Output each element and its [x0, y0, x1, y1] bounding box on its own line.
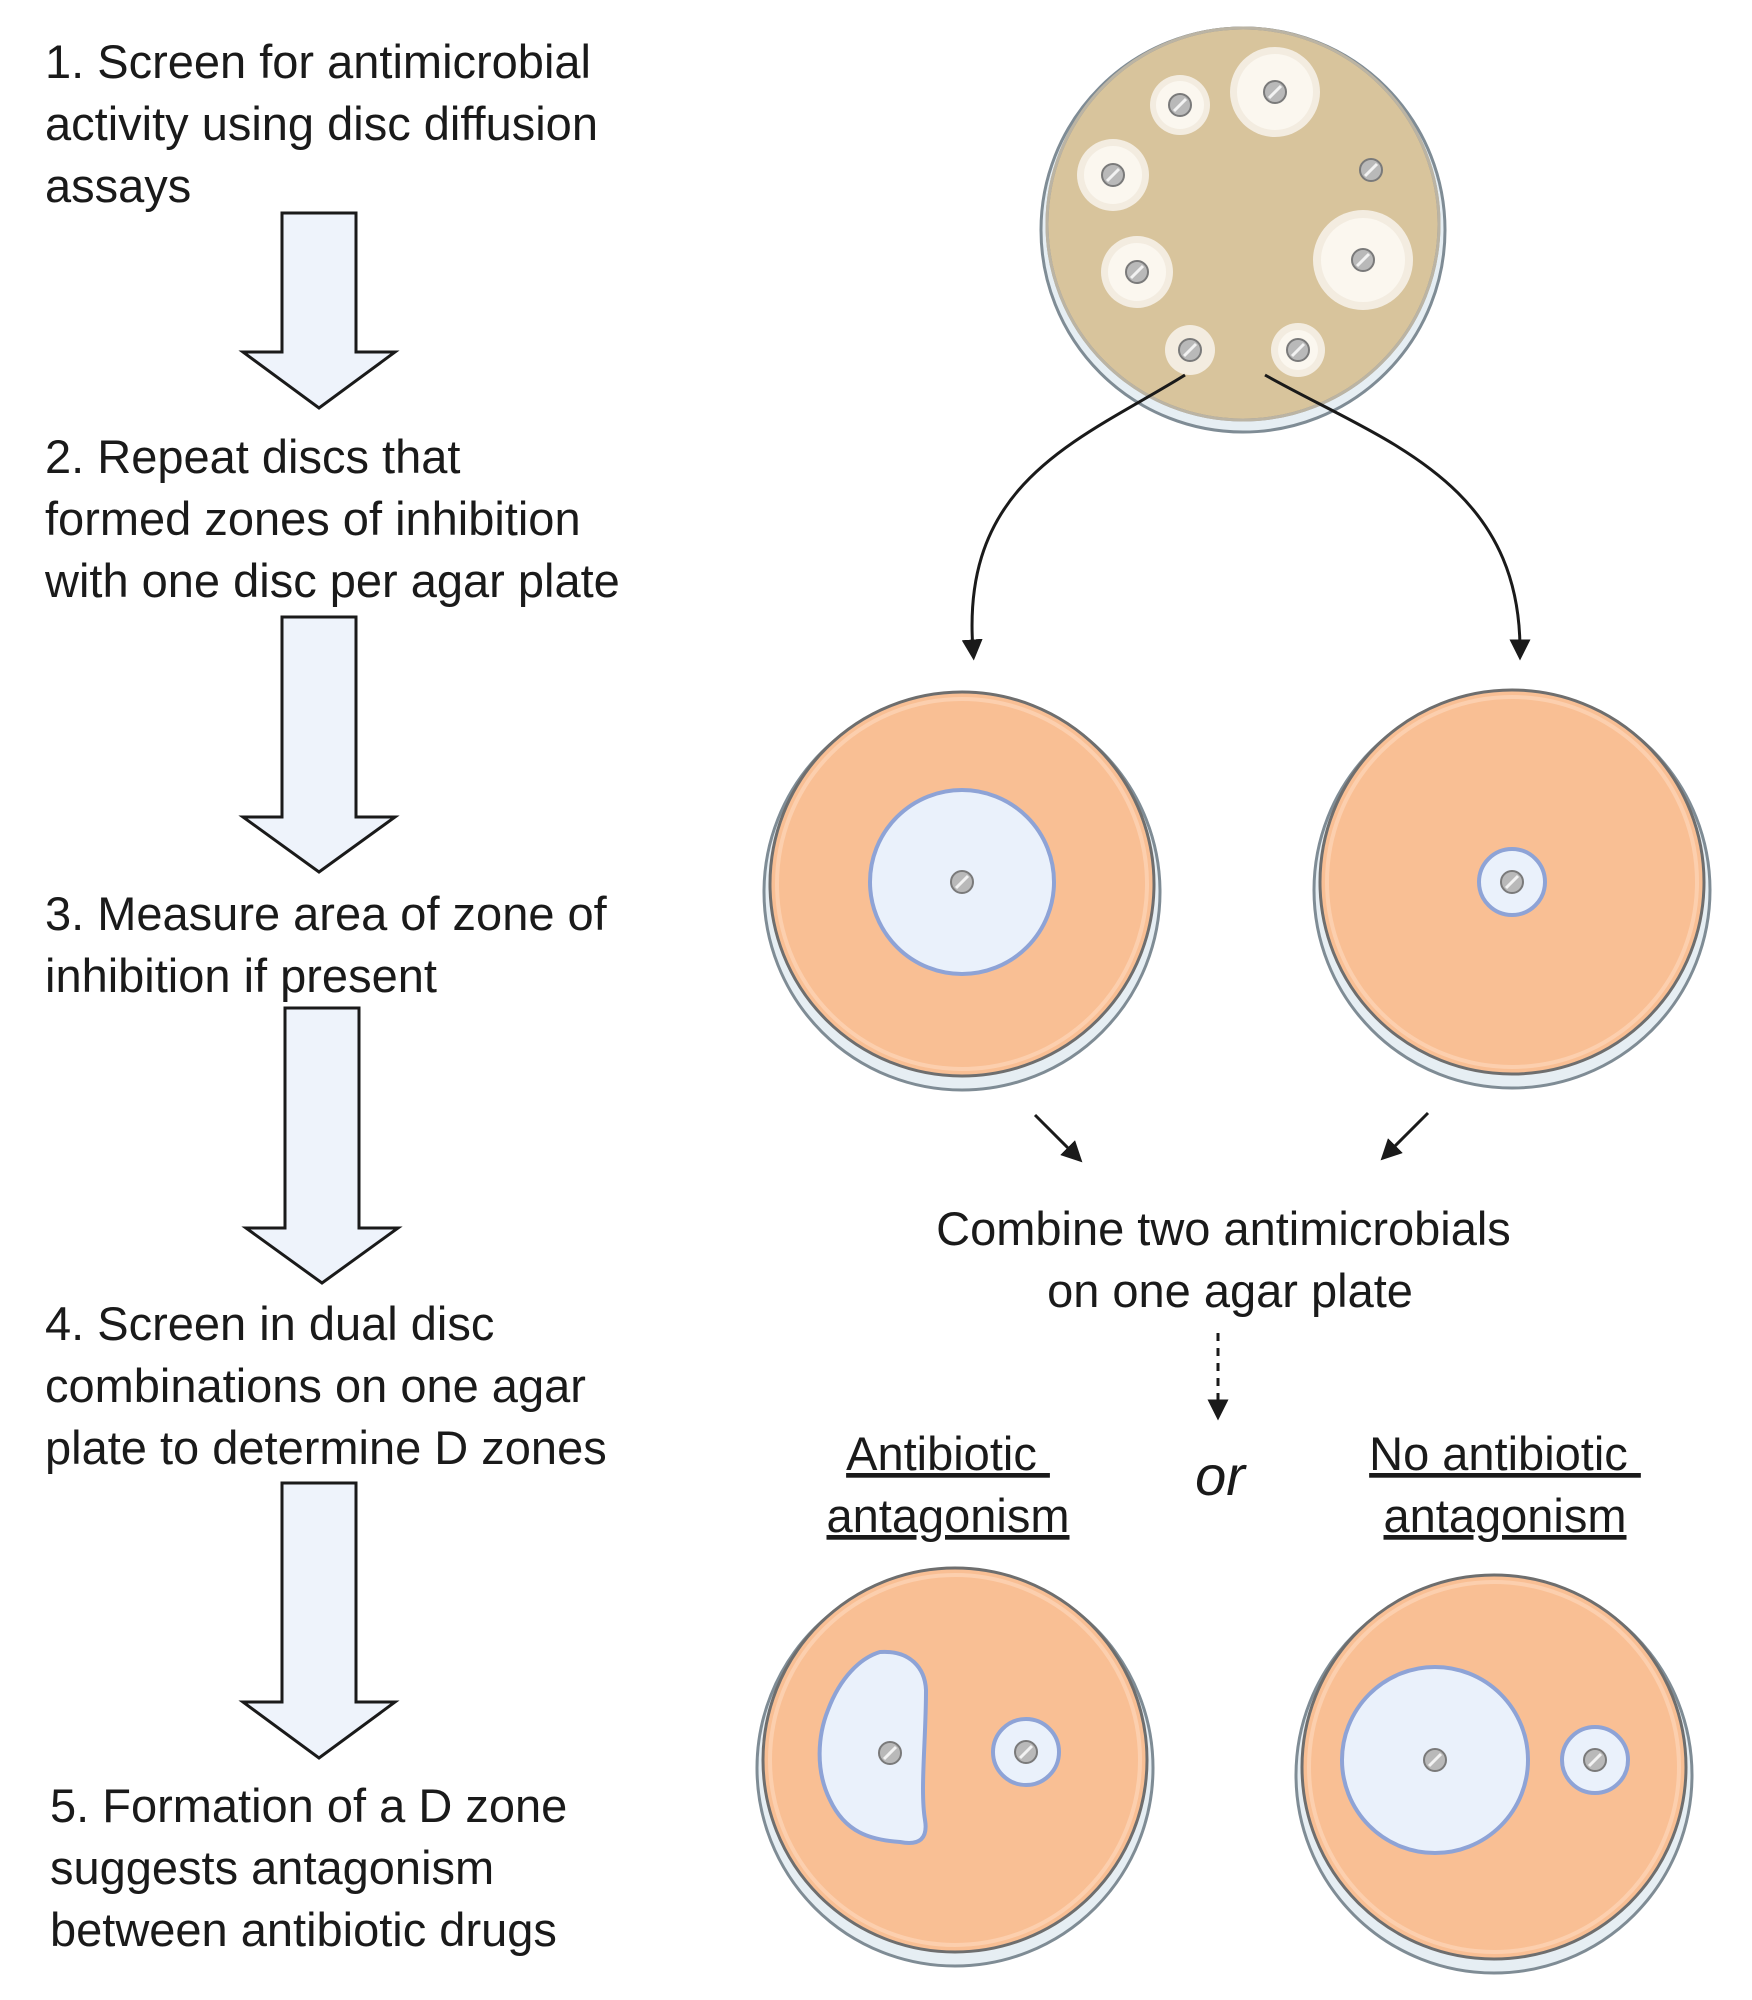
combine-label: Combine two antimicrobials on one agar p…	[936, 1202, 1524, 1317]
antagonism-label: Antibiotic antagonism	[827, 1427, 1070, 1542]
down-arrow-3-icon	[241, 1006, 403, 1285]
step-1-text: 1. Screen for antimicrobial activity usi…	[45, 35, 611, 212]
screening-agar-plate	[1039, 26, 1447, 434]
curved-arrow-left-icon	[961, 373, 1186, 661]
step-4-text: 4. Screen in dual disc combinations on o…	[45, 1297, 607, 1474]
down-arrow-1-icon	[238, 211, 400, 410]
single-disc-plate-small-zone	[1312, 688, 1712, 1090]
curved-arrow-right-icon	[1264, 373, 1531, 661]
down-arrow-2-icon	[238, 615, 400, 874]
diagonal-arrow-left-icon	[1033, 1113, 1083, 1163]
diagonal-arrow-right-icon	[1380, 1111, 1430, 1161]
d-zone-plate	[755, 1566, 1155, 1968]
no-d-zone-plate	[1294, 1573, 1694, 1975]
or-label: or	[1195, 1444, 1247, 1507]
no-antagonism-label: No antibiotic antagonism	[1369, 1427, 1641, 1542]
step-3-text: 3. Measure area of zone of inhibition if…	[45, 887, 620, 1002]
step-2-text: 2. Repeat discs that formed zones of inh…	[44, 430, 620, 607]
single-disc-plate-large-zone	[762, 690, 1162, 1092]
step-5-text: 5. Formation of a D zone suggests antago…	[50, 1779, 580, 1956]
down-arrow-4-icon	[238, 1481, 400, 1760]
